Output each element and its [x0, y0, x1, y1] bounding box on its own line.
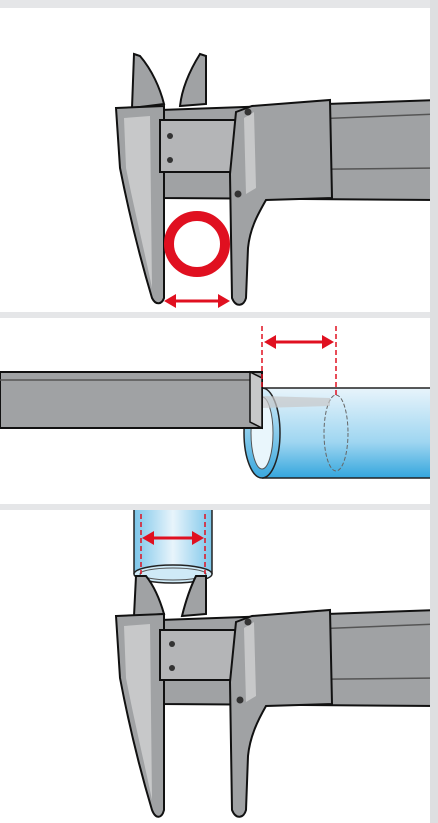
right-edge-bar: [430, 0, 438, 823]
tube-inner-rim: [139, 567, 207, 581]
screw-icon: [244, 618, 252, 626]
screw-icon: [234, 190, 242, 198]
sliding-upper-jaw: [180, 575, 207, 618]
beam-end: [249, 370, 263, 430]
screw-icon: [236, 696, 244, 704]
pipe-inner-edge: [323, 394, 349, 472]
screw-icon: [244, 108, 252, 116]
sliding-body: [228, 608, 334, 818]
screw-icon: [169, 665, 175, 671]
panel-depth-measurement: [0, 318, 438, 504]
sliding-body-highlight: [244, 112, 256, 194]
sliding-upper-jaw: [178, 52, 207, 108]
fixed-jaw-highlight: [124, 624, 152, 800]
double-arrow-icon: [142, 531, 204, 545]
double-arrow-icon: [164, 294, 230, 308]
double-arrow-icon: [264, 335, 334, 349]
measured-tube: [134, 510, 212, 574]
sliding-body-highlight: [244, 622, 256, 702]
screw-icon: [169, 641, 175, 647]
measured-ring: [164, 211, 230, 277]
caliper-depth-svg: [0, 326, 438, 479]
caliper-outside-svg: [114, 52, 438, 308]
screw-icon: [167, 157, 173, 163]
fixed-upper-jaw: [130, 52, 166, 110]
panel-outside-measurement: [0, 8, 438, 312]
fixed-jaw-highlight: [124, 116, 152, 288]
caliper-inside-svg: [114, 510, 438, 818]
depth-rod-inside: [262, 396, 330, 408]
screw-icon: [167, 133, 173, 139]
pipe-body: [262, 388, 438, 478]
sliding-body: [228, 98, 334, 306]
slider-plate: [159, 629, 237, 681]
slider-plate: [159, 119, 237, 173]
panel-inside-measurement: [0, 510, 438, 823]
